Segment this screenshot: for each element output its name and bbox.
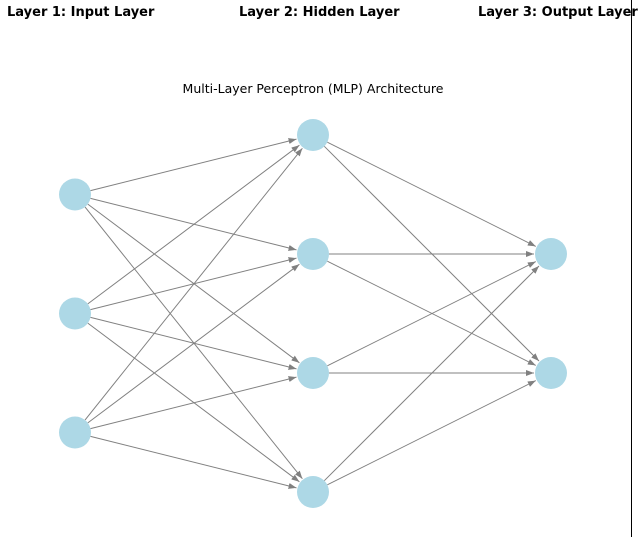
hidden-neuron-4 [297,476,329,508]
figure-border [631,0,632,537]
hidden-neuron-1 [297,119,329,151]
diagram-title: Multi-Layer Perceptron (MLP) Architectur… [182,81,444,96]
connection-input2-hidden1 [87,144,300,305]
hidden-layer-label: Layer 2: Hidden Layer [239,5,400,20]
connection-input3-hidden2 [87,263,300,424]
output-neuron-1 [535,238,567,270]
output-layer-label: Layer 3: Output Layer [478,5,638,20]
input-layer-label: Layer 1: Input Layer [7,5,155,20]
connection-hidden4-output2 [327,380,537,486]
input-neuron-2 [59,297,91,330]
output-neuron-2 [535,357,567,389]
neurons-group [59,119,567,508]
connection-input3-hidden3 [90,376,297,430]
connection-hidden3-output1 [327,261,537,367]
hidden-neuron-2 [297,238,329,270]
input-neuron-1 [59,178,91,211]
connection-input3-hidden1 [84,147,303,421]
connection-hidden4-output1 [323,265,540,482]
connection-input1-hidden1 [90,138,297,192]
connection-input3-hidden4 [90,435,297,489]
connection-hidden1-output1 [327,141,537,247]
hidden-neuron-3 [297,357,329,389]
input-neuron-3 [59,416,91,449]
connections-group [84,138,540,489]
